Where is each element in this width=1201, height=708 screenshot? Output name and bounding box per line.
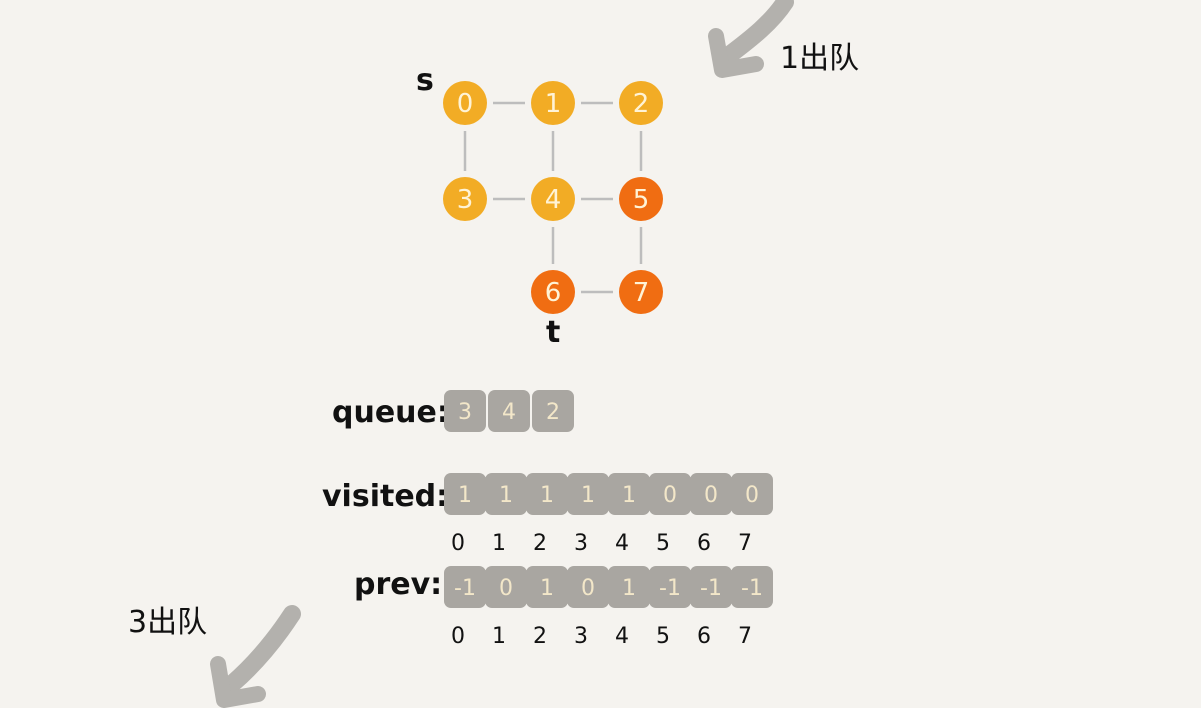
visited-cell-value: 0 — [704, 483, 718, 508]
graph-node-3: 3 — [443, 177, 487, 221]
visited-index: 7 — [738, 531, 752, 556]
prev-index: 5 — [656, 624, 670, 649]
source-label: s — [416, 63, 434, 98]
prev-cell — [731, 566, 773, 608]
visited-cell-value: 1 — [581, 483, 595, 508]
queue-cell-value: 4 — [502, 400, 516, 425]
prev-index: 6 — [697, 624, 711, 649]
visited-cell — [526, 473, 568, 515]
prev-index: 0 — [451, 624, 465, 649]
prev-index: 3 — [574, 624, 588, 649]
visited-index: 4 — [615, 531, 629, 556]
graph-node-4: 4 — [531, 177, 575, 221]
graph-edges — [463, 101, 643, 294]
node-label: 3 — [457, 185, 474, 215]
visited-cell — [690, 473, 732, 515]
node-circle — [443, 177, 487, 221]
node-label: 0 — [457, 89, 474, 119]
node-circle — [619, 270, 663, 314]
node-label: 4 — [545, 185, 562, 215]
visited-index: 5 — [656, 531, 670, 556]
graph-node-0: 0 — [443, 81, 487, 125]
prev-cell — [526, 566, 568, 608]
node-label: 1 — [545, 89, 562, 119]
note-bottom-left: 3出队 — [128, 605, 207, 640]
prev-cell-value: -1 — [454, 576, 476, 601]
visited-cell — [649, 473, 691, 515]
queue-cell — [532, 390, 574, 432]
prev-cell — [444, 566, 486, 608]
node-label: 6 — [545, 278, 562, 308]
node-circle — [531, 177, 575, 221]
node-label: 2 — [633, 89, 650, 119]
prev-cell — [608, 566, 650, 608]
node-circle — [531, 270, 575, 314]
queue-cell-value: 2 — [546, 400, 560, 425]
visited-cell-value: 0 — [663, 483, 677, 508]
prev-label: prev: — [354, 567, 442, 602]
prev-cell-value: -1 — [700, 576, 722, 601]
graph-node-1: 1 — [531, 81, 575, 125]
prev-cell — [649, 566, 691, 608]
prev-cell-value: -1 — [659, 576, 681, 601]
prev-cell — [485, 566, 527, 608]
graph-node-5: 5 — [619, 177, 663, 221]
queue-cell — [488, 390, 530, 432]
visited-cell — [731, 473, 773, 515]
target-label: t — [546, 315, 560, 350]
prev-index: 1 — [492, 624, 506, 649]
graph-nodes: 0 1 2 3 4 5 6 7 — [443, 81, 663, 314]
queue-label: queue: — [332, 395, 449, 430]
prev-cell — [567, 566, 609, 608]
prev-index: 7 — [738, 624, 752, 649]
prev-indices: 0 1 2 3 4 5 6 7 — [451, 624, 752, 649]
graph-node-2: 2 — [619, 81, 663, 125]
prev-array: -1 0 1 0 1 -1 -1 -1 — [444, 566, 773, 608]
prev-cell — [690, 566, 732, 608]
visited-index: 6 — [697, 531, 711, 556]
queue-array: 3 4 2 — [444, 390, 574, 432]
queue-cell — [444, 390, 486, 432]
prev-cell-value: -1 — [741, 576, 763, 601]
visited-array: 1 1 1 1 1 0 0 0 — [444, 473, 773, 515]
visited-index: 0 — [451, 531, 465, 556]
prev-cell-value: 1 — [540, 576, 554, 601]
node-circle — [443, 81, 487, 125]
visited-indices: 0 1 2 3 4 5 6 7 — [451, 531, 752, 556]
arrow-icon-top-right — [708, 0, 794, 78]
arrow-icon-bottom-left — [210, 605, 301, 708]
visited-cell — [608, 473, 650, 515]
visited-cell-value: 1 — [458, 483, 472, 508]
prev-cell-value: 0 — [499, 576, 513, 601]
visited-cell-value: 1 — [622, 483, 636, 508]
node-circle — [531, 81, 575, 125]
graph-node-7: 7 — [619, 270, 663, 314]
node-label: 5 — [633, 185, 650, 215]
node-label: 7 — [633, 278, 650, 308]
visited-cell — [485, 473, 527, 515]
note-top-right: 1出队 — [780, 41, 859, 76]
node-circle — [619, 81, 663, 125]
visited-index: 2 — [533, 531, 547, 556]
visited-cell — [444, 473, 486, 515]
prev-index: 4 — [615, 624, 629, 649]
prev-index: 2 — [533, 624, 547, 649]
queue-cell-value: 3 — [458, 400, 472, 425]
visited-cell-value: 1 — [499, 483, 513, 508]
graph-node-6: 6 — [531, 270, 575, 314]
visited-index: 1 — [492, 531, 506, 556]
visited-cell-value: 0 — [745, 483, 759, 508]
prev-cell-value: 1 — [622, 576, 636, 601]
visited-cell — [567, 473, 609, 515]
prev-cell-value: 0 — [581, 576, 595, 601]
visited-index: 3 — [574, 531, 588, 556]
visited-cell-value: 1 — [540, 483, 554, 508]
visited-label: visited: — [322, 479, 448, 514]
node-circle — [619, 177, 663, 221]
